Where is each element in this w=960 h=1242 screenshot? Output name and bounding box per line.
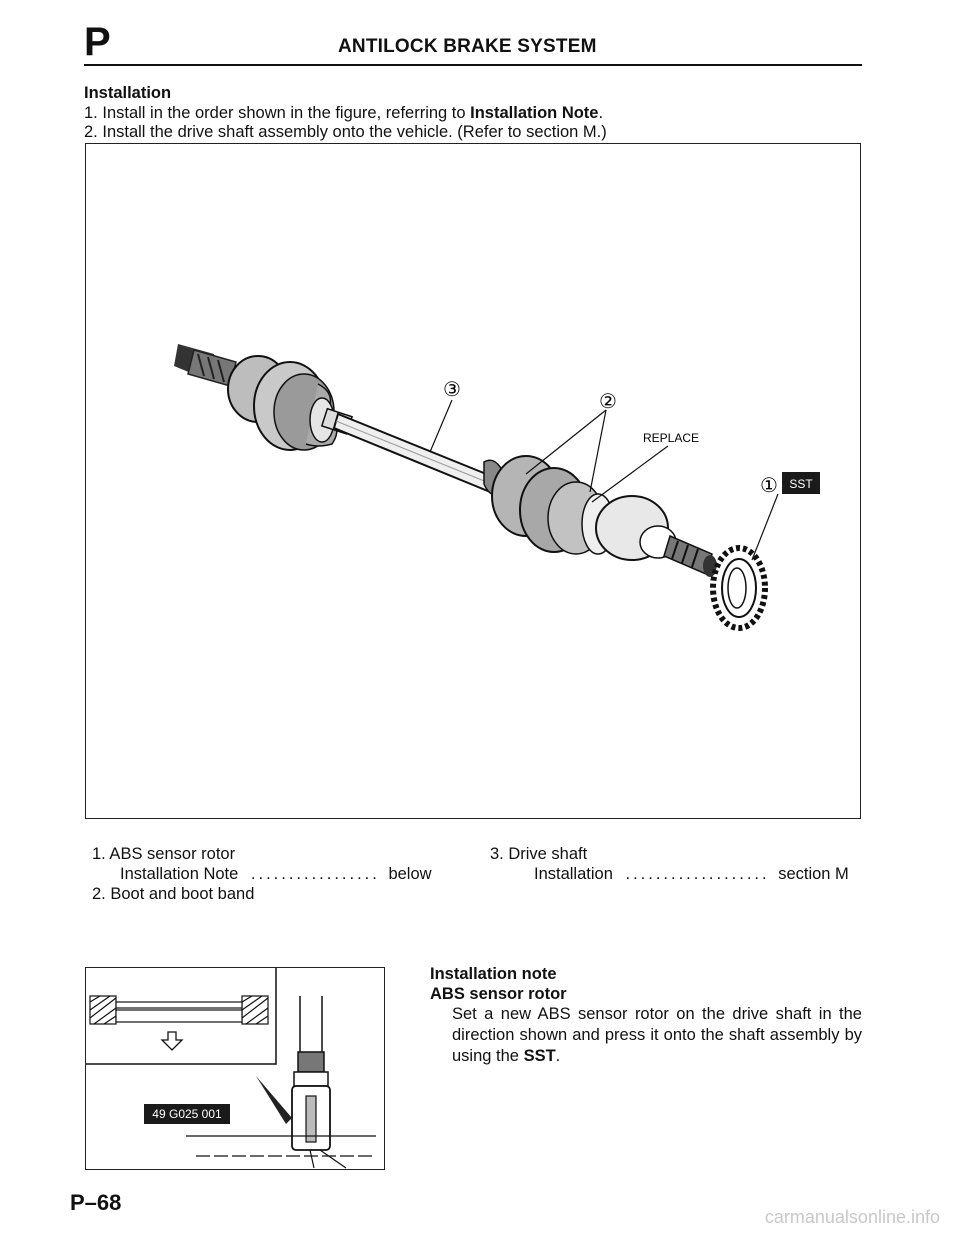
- page-number: P–68: [70, 1190, 122, 1215]
- abs-sensor-rotor: [710, 545, 768, 631]
- shaft: [332, 412, 508, 498]
- right-spline-stub: [663, 534, 717, 577]
- installation-heading: Installation: [84, 84, 172, 102]
- section-letter: P: [84, 20, 111, 64]
- page-title: ANTILOCK BRAKE SYSTEM: [338, 36, 597, 57]
- legend-item-1-sub: Installation Note ................. belo…: [120, 865, 432, 883]
- callout-1: ①: [760, 475, 778, 497]
- install-note-heading: Installation note: [430, 965, 557, 983]
- svg-text:49 G025 001: 49 G025 001: [152, 1107, 222, 1121]
- left-cv-joint: [227, 355, 354, 451]
- legend-item-1: 1. ABS sensor rotor: [92, 845, 236, 863]
- tool-number-badge: 49 G025 001: [144, 1104, 230, 1124]
- installation-step-1: 1. Install in the order shown in the fig…: [84, 104, 604, 122]
- callout-3: ③: [443, 379, 461, 401]
- sst-press-illustration: 49 G025 001: [86, 968, 376, 1169]
- install-note-subheading: ABS sensor rotor: [430, 985, 567, 1003]
- direction-arrow-icon: [160, 1031, 184, 1051]
- left-spline-end: [174, 344, 237, 387]
- press-tool: [186, 996, 376, 1169]
- installation-step-2: 2. Install the drive shaft assembly onto…: [84, 123, 607, 141]
- replace-label: REPLACE: [643, 431, 699, 445]
- sst-press-figure: 49 G025 001: [85, 967, 385, 1170]
- legend-item-2: 2. Boot and boot band: [92, 885, 255, 903]
- rotor-cross-section: [86, 968, 277, 1065]
- leader-lines: [429, 399, 779, 561]
- inner-cv-boot: [483, 455, 677, 561]
- sst-badge: SST: [782, 472, 820, 494]
- legend-item-3: 3. Drive shaft: [490, 845, 588, 863]
- drive-shaft-illustration: ③ ② REPLACE ① SST: [174, 344, 820, 631]
- drive-shaft-figure: ③ ② REPLACE ① SST: [85, 143, 861, 819]
- legend-item-3-sub: Installation ................... section…: [534, 865, 849, 883]
- watermark: carmanualsonline.info: [764, 1207, 940, 1227]
- header-divider: [84, 64, 862, 66]
- install-note-body: Set a new ABS sensor rotor on the drive …: [452, 1005, 862, 1065]
- callout-2: ②: [599, 391, 617, 413]
- svg-text:SST: SST: [789, 477, 813, 491]
